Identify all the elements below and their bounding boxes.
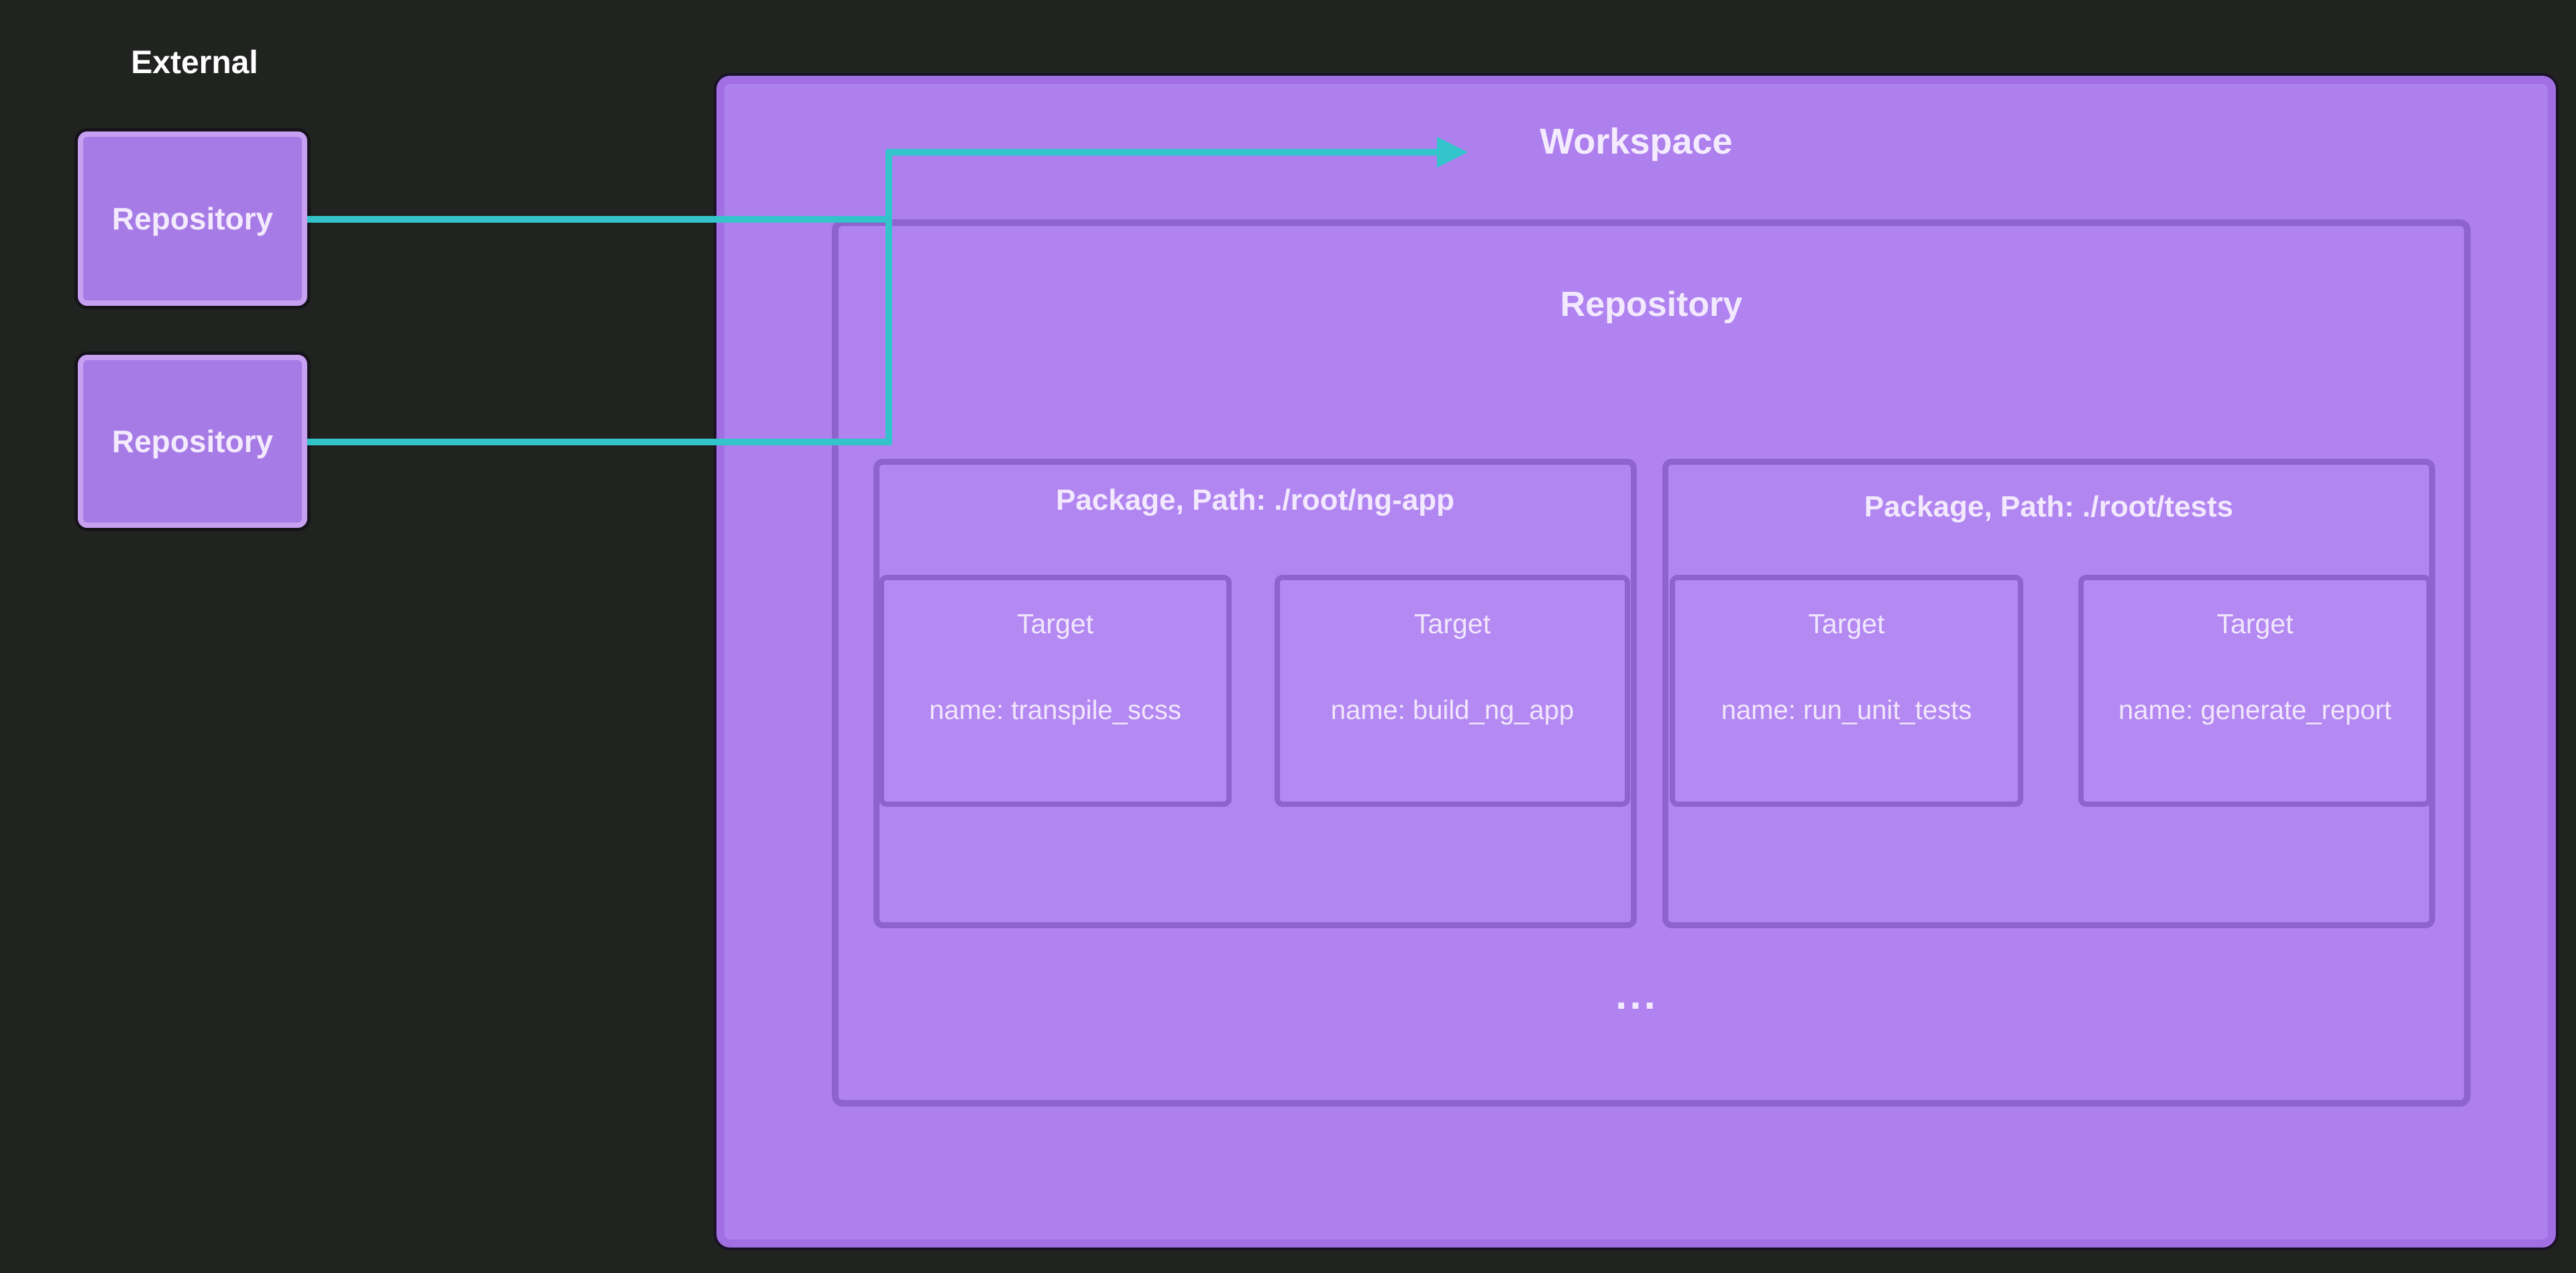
- arrowhead-icon: [1437, 137, 1468, 168]
- external-repository-label-1: Repository: [111, 201, 274, 236]
- external-repository-label-2: Repository: [111, 424, 274, 459]
- target-type-label: Target: [1414, 608, 1491, 639]
- target-name-label: name: generate_report: [2118, 696, 2392, 725]
- target-name-label: name: build_ng_app: [1330, 696, 1574, 725]
- target-type-label: Target: [1017, 608, 1093, 639]
- package-title-tests: Package, Path: ./root/tests: [1864, 490, 2234, 523]
- target-box-run-unit-tests: Target name: run_unit_tests: [1670, 575, 2023, 807]
- package-title-ng-app: Package, Path: ./root/ng-app: [1055, 484, 1455, 516]
- external-repository-box-2: Repository: [78, 355, 307, 528]
- target-name-label: name: run_unit_tests: [1721, 696, 1972, 725]
- external-repository-box-1: Repository: [78, 131, 307, 306]
- connector-line-to-workspace: [891, 149, 1437, 156]
- connector-line-repo1: [307, 216, 892, 223]
- external-section-label: External: [131, 45, 258, 80]
- repository-title: Repository: [1560, 285, 1743, 324]
- connector-line-repo2: [307, 439, 892, 445]
- target-type-label: Target: [1808, 608, 1885, 639]
- target-box-generate-report: Target name: generate_report: [2078, 575, 2432, 807]
- target-name-label: name: transpile_scss: [929, 696, 1181, 725]
- workspace-title: Workspace: [1540, 121, 1733, 162]
- target-box-build-ng-app: Target name: build_ng_app: [1275, 575, 1630, 807]
- target-type-label: Target: [2216, 608, 2294, 639]
- more-packages-indicator: ...: [1615, 972, 1658, 1018]
- connector-line-vertical: [885, 149, 892, 445]
- target-box-transpile-scss: Target name: transpile_scss: [879, 575, 1232, 807]
